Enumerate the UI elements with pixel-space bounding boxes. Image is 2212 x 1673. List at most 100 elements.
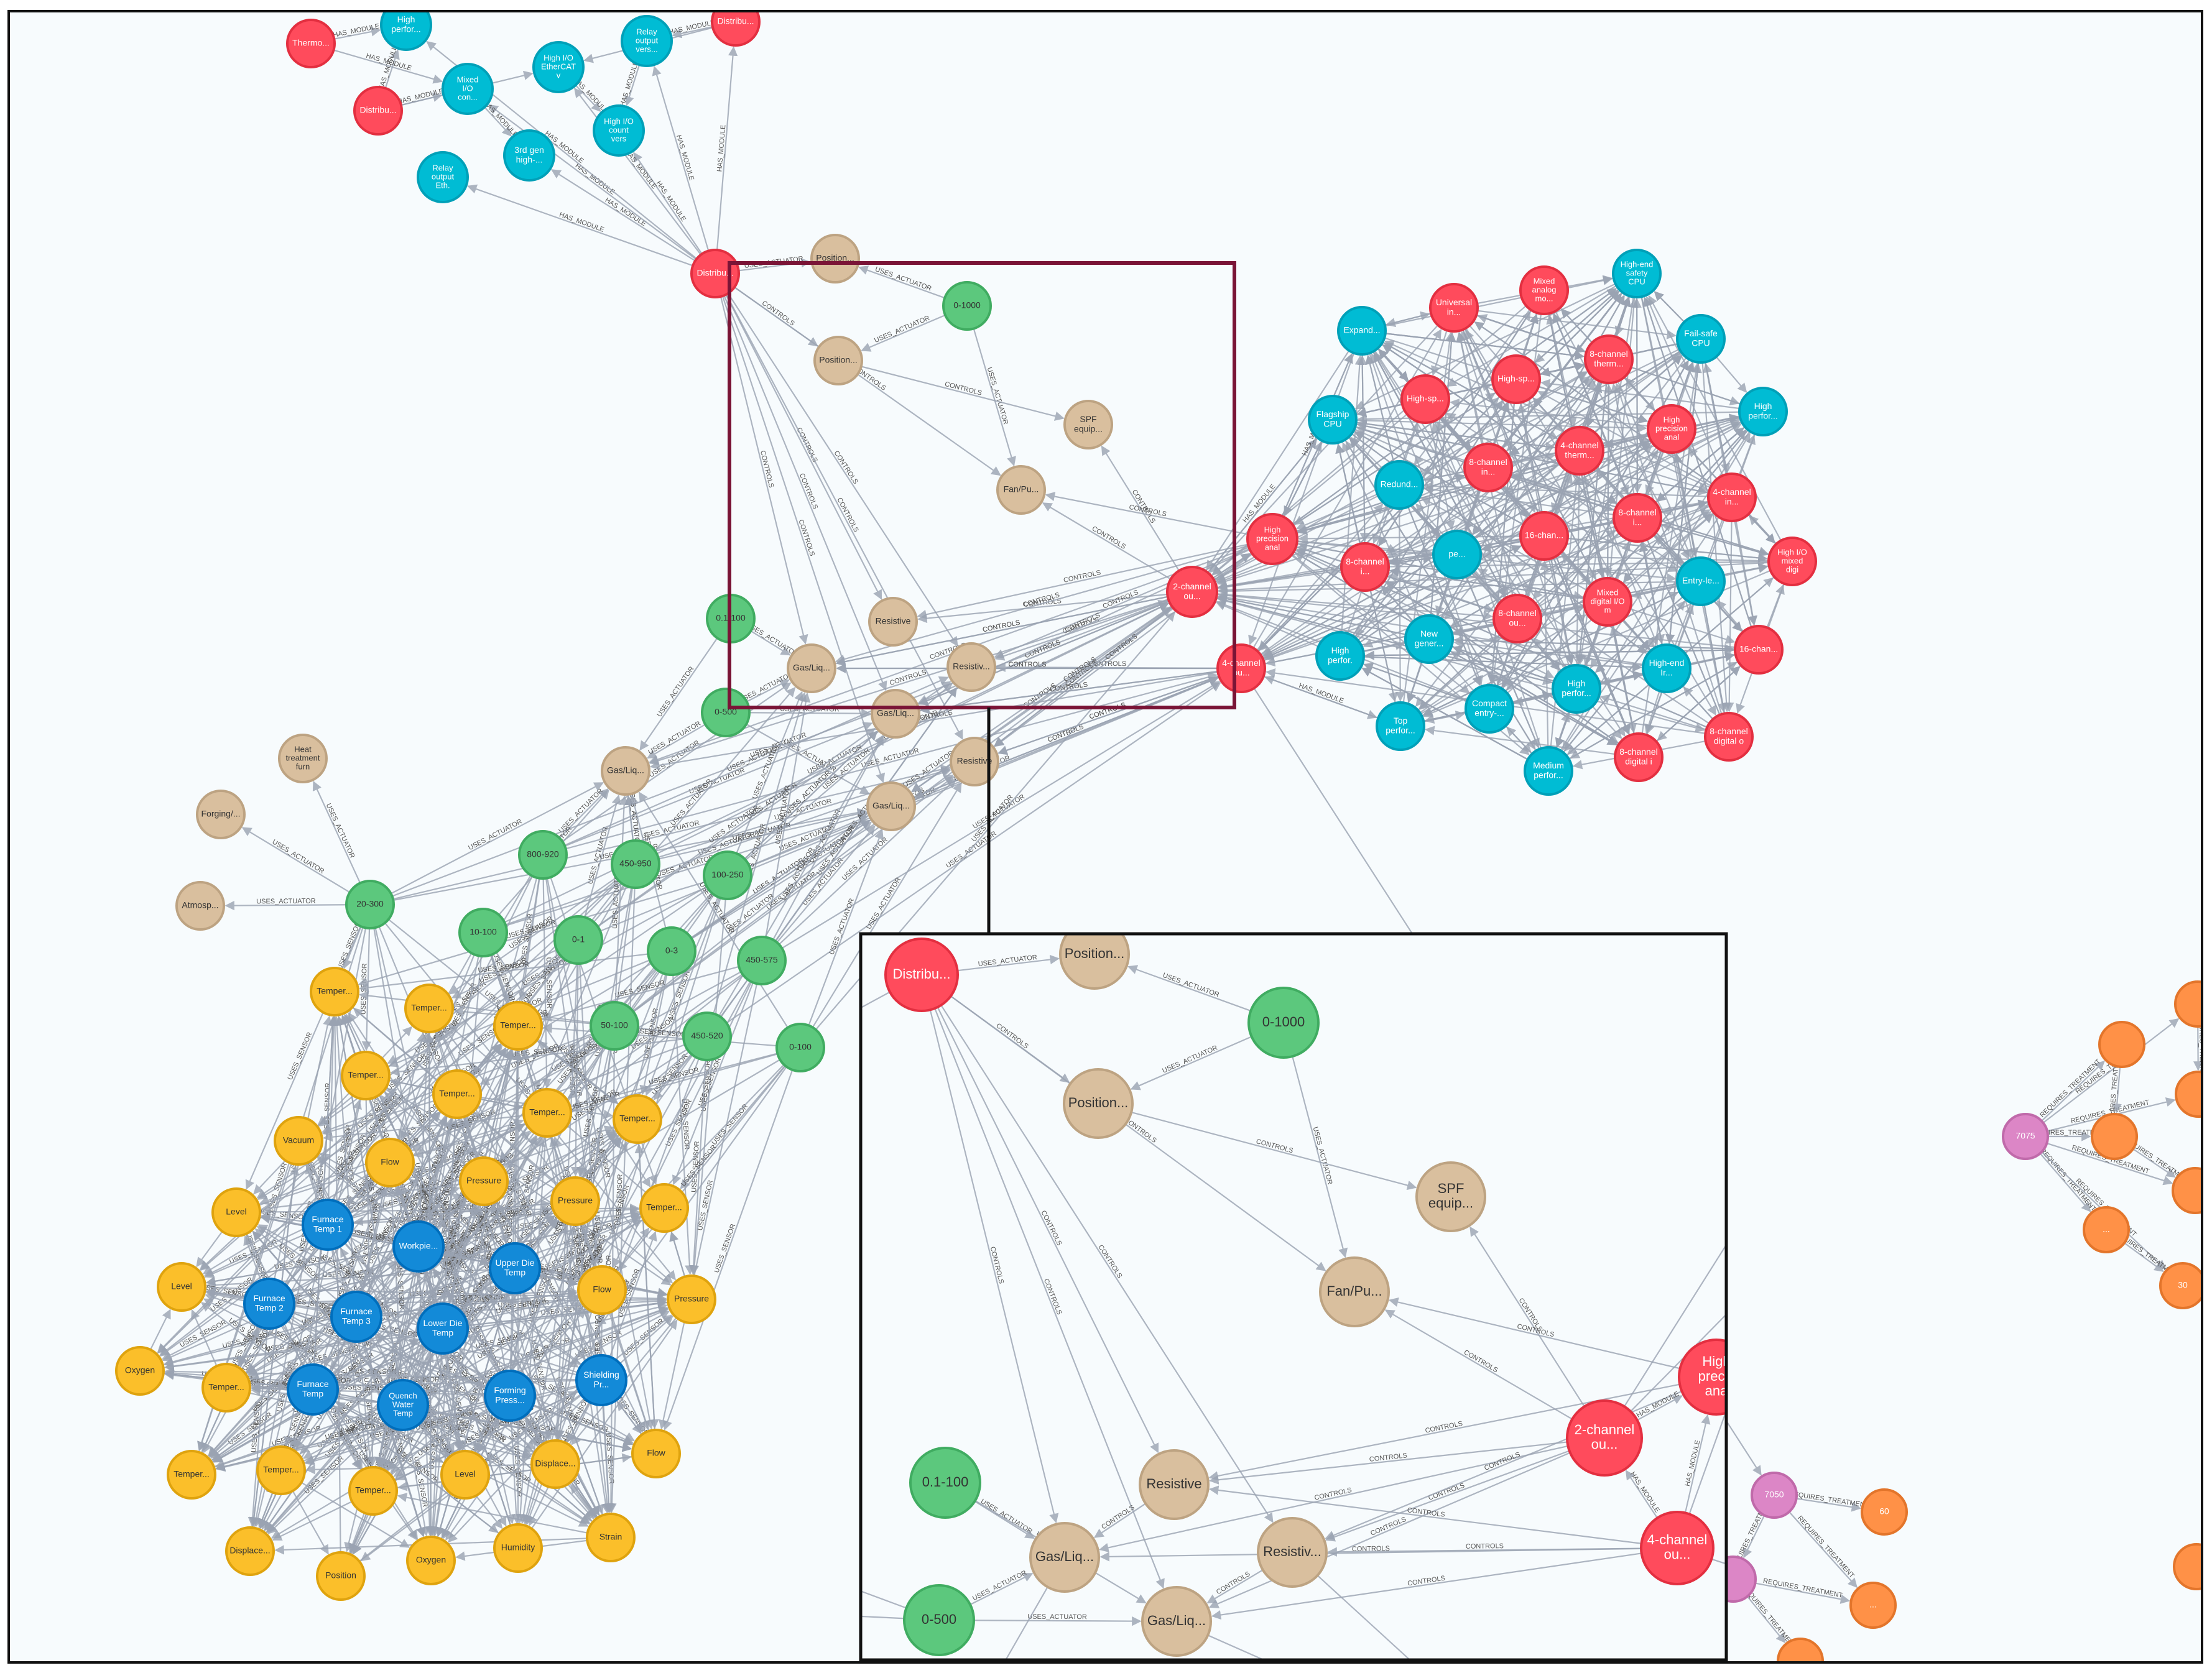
node-plc-c14[interactable]: Redund... xyxy=(1374,460,1424,510)
node-green-z3[interactable]: 0-1000 xyxy=(1247,987,1320,1059)
node-tan-z5[interactable]: SPFequip... xyxy=(1415,1161,1486,1232)
node-yellow-y13[interactable]: Level xyxy=(211,1187,261,1237)
node-tan-z12[interactable]: Resistiv... xyxy=(1257,1517,1328,1588)
node-plc-c27[interactable]: High-endIr... xyxy=(1642,643,1691,693)
node-yellow-y14[interactable]: Level xyxy=(157,1262,206,1312)
node-yellow-y2[interactable]: Temper... xyxy=(404,984,454,1033)
node-plc-c28[interactable]: Highperfor... xyxy=(1552,664,1601,714)
node-tan-n22[interactable]: Resistive xyxy=(950,737,999,786)
node-plc-c10[interactable]: Highperfor... xyxy=(1738,387,1788,436)
node-tan-n15[interactable]: SPFequip... xyxy=(1063,400,1113,449)
node-yellow-y4[interactable]: Temper... xyxy=(341,1051,391,1100)
node-red-c7[interactable]: High-sp... xyxy=(1491,354,1541,404)
node-yellow-y23[interactable]: Displace... xyxy=(530,1439,580,1489)
node-red-c16[interactable]: 4-channelin... xyxy=(1707,472,1757,522)
node-red-c26[interactable]: 16-chan... xyxy=(1734,625,1784,675)
node-red-n19[interactable]: 4-channelou... xyxy=(1216,643,1266,693)
node-yellow-y8[interactable]: Vacuum xyxy=(274,1116,323,1166)
node-green-z14[interactable]: 0-500 xyxy=(903,1584,975,1656)
node-tan-n21[interactable]: Resistiv... xyxy=(946,642,996,692)
node-green-n40[interactable]: 50-100 xyxy=(590,1001,639,1051)
node-yellow-y5[interactable]: Temper... xyxy=(432,1069,482,1119)
node-yellow-y11[interactable]: Pressure xyxy=(550,1176,600,1226)
node-red-c17[interactable]: 16-chan... xyxy=(1519,511,1569,561)
node-plc-c33[interactable]: Mediumperfor... xyxy=(1524,746,1573,796)
node-green-n38[interactable]: 0-3 xyxy=(647,926,696,976)
node-tan-n12[interactable]: Position... xyxy=(810,234,860,283)
node-tan-n28[interactable]: Gas/Liq... xyxy=(866,781,916,831)
node-yellow-y6[interactable]: Temper... xyxy=(522,1088,572,1138)
node-yellow-y24[interactable]: Flow xyxy=(631,1429,681,1478)
node-yellow-y9[interactable]: Flow xyxy=(365,1138,415,1187)
node-yellow-y22[interactable]: Level xyxy=(440,1450,490,1500)
node-yellow-y28[interactable]: Humidity xyxy=(493,1523,543,1573)
node-yellow-y21[interactable]: Temper... xyxy=(348,1466,398,1516)
node-tan-z11[interactable]: Gas/Liq... xyxy=(1029,1522,1100,1593)
node-tan-n24[interactable]: Gas/Liq... xyxy=(787,643,836,693)
node-orange-o10[interactable]: 60 xyxy=(1861,1488,1908,1536)
node-tan-z6[interactable]: Fan/Pu... xyxy=(1319,1256,1390,1327)
node-orange-o11[interactable]: ... xyxy=(1849,1582,1897,1629)
node-green-n34[interactable]: 450-950 xyxy=(611,839,660,889)
node-orange-o12[interactable] xyxy=(2173,1543,2212,1590)
node-blue-b10[interactable]: ShieldingPr... xyxy=(575,1354,627,1406)
node-orange-o5[interactable] xyxy=(2091,1113,2138,1160)
node-green-n41[interactable]: 450-520 xyxy=(682,1012,732,1061)
node-yellow-y27[interactable]: Oxygen xyxy=(406,1536,456,1585)
node-green-n32[interactable]: 20-300 xyxy=(345,880,395,929)
node-red-c8[interactable]: High-sp... xyxy=(1400,374,1450,424)
node-green-n39[interactable]: 450-575 xyxy=(737,936,787,985)
node-green-n13[interactable]: 0-1000 xyxy=(942,281,992,331)
node-yellow-y7[interactable]: Temper... xyxy=(613,1094,662,1144)
node-tan-z10[interactable]: Resistive xyxy=(1139,1449,1210,1520)
node-orange-o7[interactable]: ... xyxy=(2083,1206,2130,1253)
node-tan-z4[interactable]: Position... xyxy=(1063,1068,1134,1139)
node-yellow-y10[interactable]: Pressure xyxy=(459,1156,509,1206)
node-plc-c21[interactable]: Entry-le... xyxy=(1676,556,1726,606)
node-pink-o1[interactable]: 7075 xyxy=(2002,1113,2049,1160)
node-red-c6[interactable]: 8-channeltherm... xyxy=(1584,334,1634,384)
node-red-c2[interactable]: Mixedanalogmo... xyxy=(1519,265,1569,315)
node-red-n1[interactable]: Thermo... xyxy=(286,19,336,68)
node-plc-n9[interactable]: 3rd genhigh-... xyxy=(503,129,555,182)
node-red-c12[interactable]: 8-channelin... xyxy=(1463,443,1513,492)
node-green-n25[interactable]: 0-500 xyxy=(701,688,751,737)
node-red-c23[interactable]: 8-channelou... xyxy=(1492,594,1542,643)
node-green-n37[interactable]: 0-1 xyxy=(553,915,603,965)
node-orange-o6[interactable] xyxy=(2172,1167,2212,1214)
node-yellow-y25[interactable]: Displace... xyxy=(225,1526,275,1576)
node-orange-o4[interactable] xyxy=(2175,1071,2212,1118)
node-plc-c24[interactable]: Newgener... xyxy=(1404,614,1454,664)
node-tan-n31[interactable]: Atmosp... xyxy=(175,881,225,931)
node-tan-n26[interactable]: Gas/Liq... xyxy=(871,689,920,739)
node-tan-n27[interactable]: Gas/Liq... xyxy=(601,746,650,796)
node-orange-o14[interactable] xyxy=(1777,1638,1824,1673)
node-red-c15[interactable]: 8-channeli... xyxy=(1340,542,1390,592)
node-yellow-y1[interactable]: Temper... xyxy=(310,967,359,1016)
node-plc-c4[interactable]: Expand... xyxy=(1337,306,1387,356)
node-green-n35[interactable]: 100-250 xyxy=(703,850,752,900)
node-red-z8[interactable]: 2-channelou... xyxy=(1566,1399,1643,1477)
node-yellow-y26[interactable]: Position xyxy=(316,1551,366,1601)
node-pink-o9[interactable]: 7050 xyxy=(1751,1472,1798,1519)
node-orange-o2[interactable] xyxy=(2174,980,2212,1028)
node-yellow-y19[interactable]: Temper... xyxy=(167,1450,216,1500)
node-tan-z15[interactable]: Gas/Liq... xyxy=(1141,1586,1212,1657)
node-green-z9[interactable]: 0.1-100 xyxy=(909,1447,981,1519)
node-yellow-y18[interactable]: Temper... xyxy=(201,1363,251,1413)
